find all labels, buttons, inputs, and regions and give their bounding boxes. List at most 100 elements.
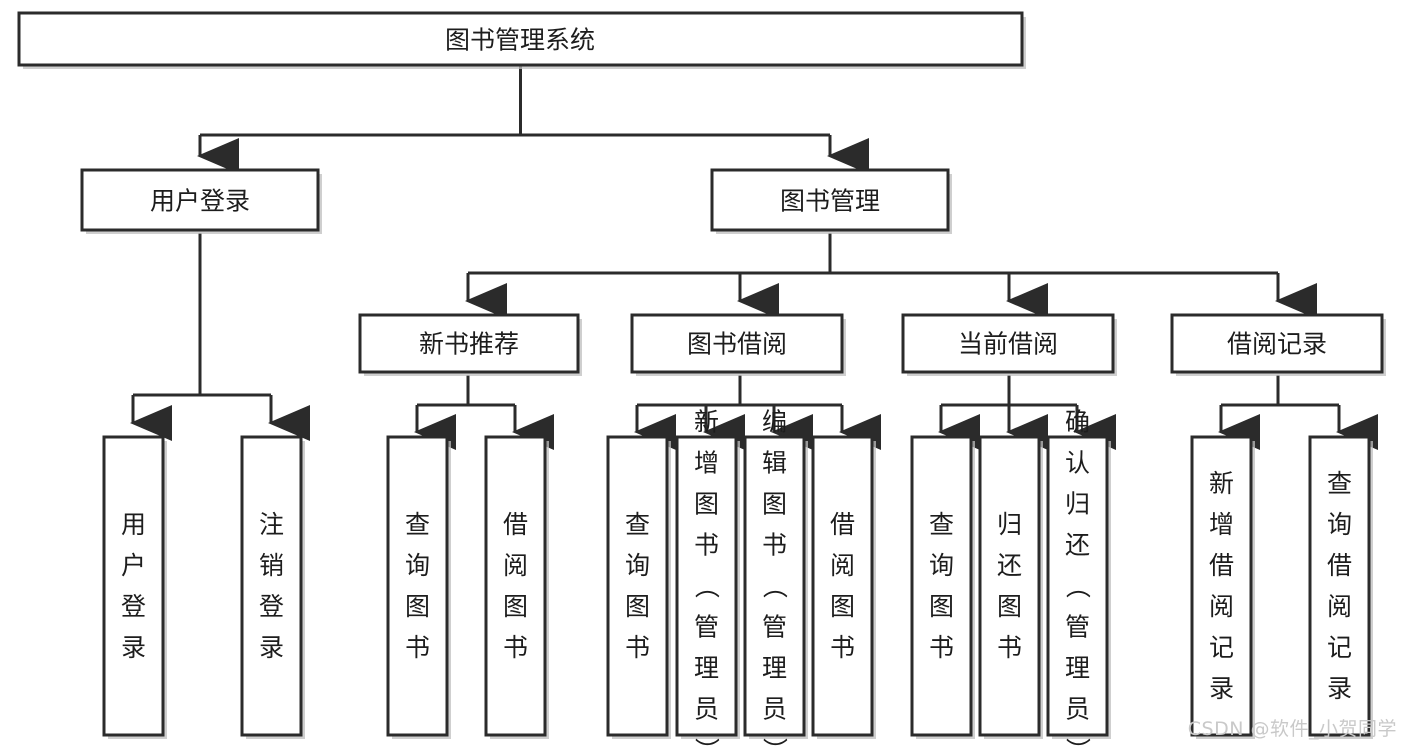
leaf-label-char: 录 <box>1209 674 1234 703</box>
leaf-label-char: 阅 <box>1327 592 1352 621</box>
leaf-label-char: 归 <box>1065 490 1090 519</box>
node-current-borrow[interactable]: 当前借阅 <box>901 313 1117 376</box>
leaf-label-char: 图 <box>929 592 954 621</box>
node-user-login[interactable]: 用户登录 <box>80 168 322 234</box>
node-root-label: 图书管理系统 <box>445 26 595 55</box>
leaf-label-char: 登 <box>121 592 146 621</box>
leaf-node-user-login-1[interactable]: 用户登录 <box>102 435 167 739</box>
csdn-watermark: CSDN @软件_小贺同学 <box>1187 718 1397 740</box>
leaf-label-char: 图 <box>830 592 855 621</box>
node-user-login-label: 用户登录 <box>150 187 250 216</box>
leaf-label-char: 阅 <box>503 551 528 580</box>
leaf-label-char: 管 <box>762 613 787 642</box>
leaf-label-char: 认 <box>1065 449 1090 478</box>
leaf-label-char: ） <box>760 737 789 747</box>
leaf-label-char: （ <box>692 573 721 598</box>
leaf-label-char: 理 <box>694 654 719 683</box>
node-book-management[interactable]: 图书管理 <box>710 168 952 234</box>
leaf-label-char: 阅 <box>1209 592 1234 621</box>
leaf-label-char: 管 <box>694 613 719 642</box>
leaf-label-char: 理 <box>762 654 787 683</box>
leaf-label-char: 借 <box>830 510 855 539</box>
node-new-book-recommend[interactable]: 新书推荐 <box>358 313 582 376</box>
leaf-label-char: 销 <box>259 551 284 580</box>
leaf-label-char: 新 <box>1209 469 1234 498</box>
leaf-label-char: 书 <box>503 633 528 662</box>
leaf-label-char: 用 <box>121 510 146 539</box>
node-book-management-label: 图书管理 <box>780 187 880 216</box>
leaf-label-char: 借 <box>503 510 528 539</box>
leaf-label-char: 录 <box>1327 674 1352 703</box>
leaf-label-char: （ <box>1063 573 1092 598</box>
leaf-label-char: 图 <box>405 592 430 621</box>
leaf-label-char: 借 <box>1327 551 1352 580</box>
leaf-label-char: 编 <box>762 408 787 437</box>
leaf-nodes-layer: 用户登录注销登录查询图书借阅图书查询图书新增图书（管理员）编辑图书（管理员）借阅… <box>102 408 1373 747</box>
leaf-label-char: 录 <box>121 633 146 662</box>
leaf-label-char: 查 <box>625 510 650 539</box>
leaf-label-char: 图 <box>503 592 528 621</box>
leaf-label-char: 确 <box>1065 408 1090 437</box>
leaf-label-char: ） <box>1063 737 1092 747</box>
leaf-label-char: 录 <box>259 633 284 662</box>
leaf-label-char: 员 <box>1065 695 1090 724</box>
leaf-label-char: 记 <box>1327 633 1352 662</box>
leaf-label-char: 询 <box>625 551 650 580</box>
node-borrow-record-label: 借阅记录 <box>1227 330 1327 359</box>
leaf-label-char: 借 <box>1209 551 1234 580</box>
leaf-label-char: 图 <box>762 490 787 519</box>
leaf-label-char: 还 <box>997 551 1022 580</box>
leaf-label-char: 注 <box>259 510 284 539</box>
leaf-label-char: 图 <box>694 490 719 519</box>
leaf-label-char: 员 <box>694 695 719 724</box>
node-book-borrow[interactable]: 图书借阅 <box>630 313 846 376</box>
leaf-label-char: 查 <box>929 510 954 539</box>
node-borrow-record[interactable]: 借阅记录 <box>1170 313 1386 376</box>
leaf-label-char: 增 <box>694 449 719 478</box>
leaf-label-char: 图 <box>625 592 650 621</box>
leaf-label-char: 查 <box>1327 469 1352 498</box>
leaf-label-char: 增 <box>1209 510 1234 539</box>
leaf-label-char: 书 <box>929 633 954 662</box>
leaf-label-char: 记 <box>1209 633 1234 662</box>
leaf-label-char: 新 <box>694 408 719 437</box>
connectors <box>130 66 1378 450</box>
node-book-borrow-label: 图书借阅 <box>687 330 787 359</box>
leaf-label-char: 户 <box>121 551 146 580</box>
leaf-label-char: ） <box>692 737 721 747</box>
leaf-label-char: 书 <box>625 633 650 662</box>
leaf-label-char: 询 <box>929 551 954 580</box>
leaf-label-char: 辑 <box>762 449 787 478</box>
leaf-label-char: 询 <box>405 551 430 580</box>
leaf-label-char: 管 <box>1065 613 1090 642</box>
node-root[interactable]: 图书管理系统 <box>17 11 1026 69</box>
leaf-label-char: 登 <box>259 592 284 621</box>
leaf-label-char: 查 <box>405 510 430 539</box>
leaf-label-char: （ <box>760 573 789 598</box>
leaf-label-char: 书 <box>405 633 430 662</box>
leaf-label-char: 图 <box>997 592 1022 621</box>
leaf-label-char: 书 <box>762 531 787 560</box>
leaf-label-char: 书 <box>694 531 719 560</box>
leaf-label-char: 归 <box>997 510 1022 539</box>
leaf-label-char: 书 <box>830 633 855 662</box>
node-current-borrow-label: 当前借阅 <box>958 330 1058 359</box>
node-new-book-recommend-label: 新书推荐 <box>419 330 519 359</box>
leaf-label-char: 还 <box>1065 531 1090 560</box>
leaf-label-char: 员 <box>762 695 787 724</box>
leaf-label-char: 书 <box>997 633 1022 662</box>
leaf-label-char: 询 <box>1327 510 1352 539</box>
